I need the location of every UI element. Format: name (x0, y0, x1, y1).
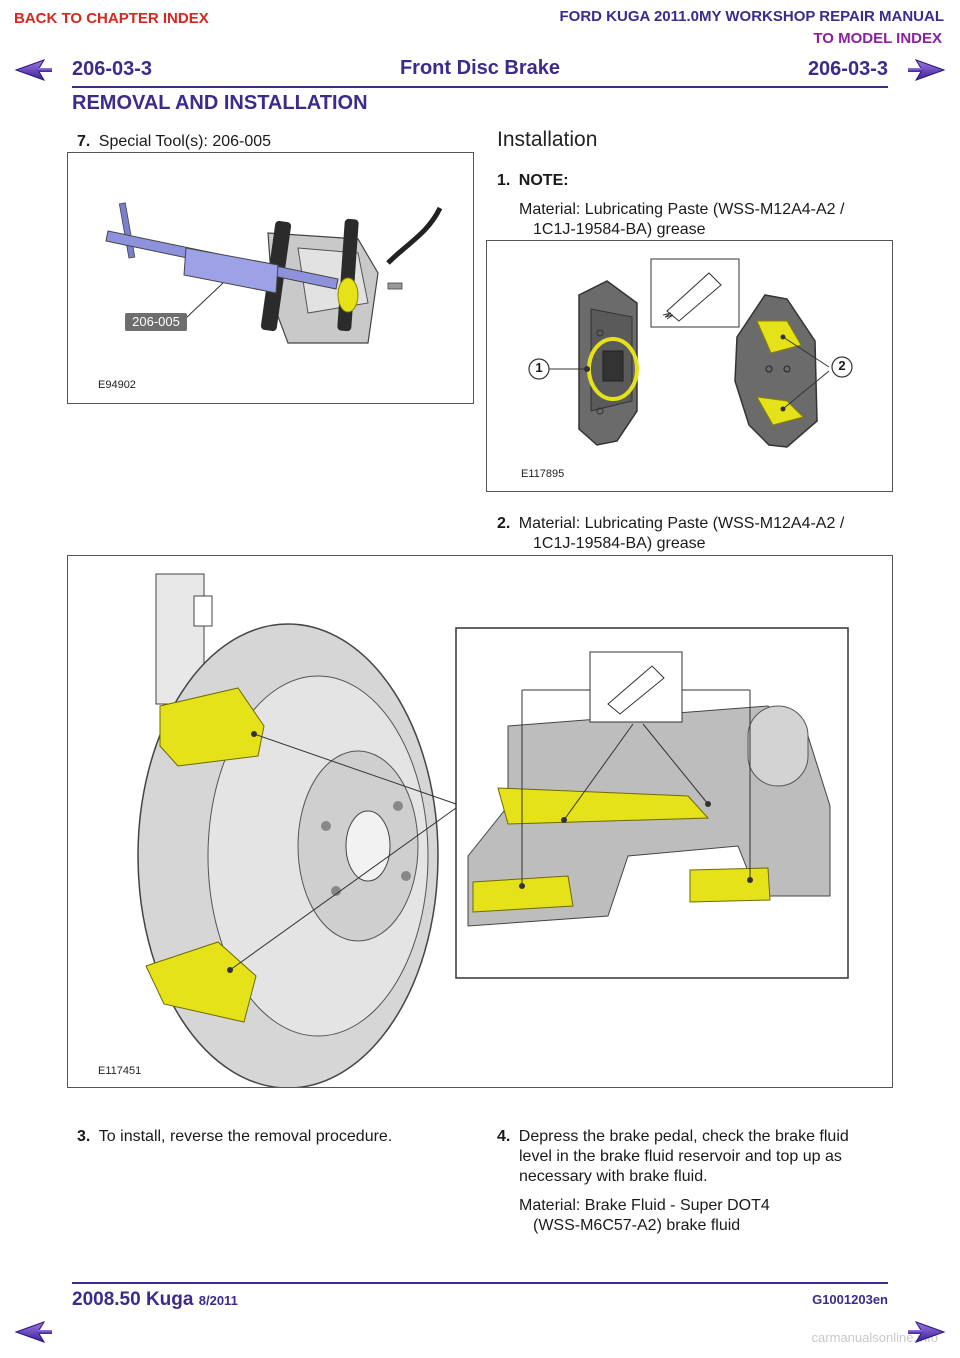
step-text: Depress the brake pedal, check the brake… (518, 1128, 849, 1145)
step-3: 3. To install, reverse the removal proce… (77, 1127, 392, 1147)
page-code-left: 206-03-3 (72, 58, 153, 80)
step-4-material-line-2: (WSS-M6C57-A2) brake fluid (533, 1217, 741, 1234)
next-page-arrow-icon[interactable] (906, 58, 946, 82)
back-to-chapter-index-link[interactable]: BACK TO CHAPTER INDEX (14, 10, 209, 27)
figure-e117895: 1 2 E117895 (486, 240, 893, 492)
step-number: 1. (497, 172, 511, 189)
next-page-arrow-icon-bottom[interactable] (906, 1320, 946, 1344)
special-tool-illustration (105, 202, 443, 344)
publication-date: 8/2011 (198, 1293, 238, 1308)
footer-model: 2008.50 Kuga 8/2011 (72, 1289, 238, 1311)
brake-pad-grease-illustration (528, 258, 853, 448)
step-number: 4. (497, 1128, 511, 1145)
section-title: REMOVAL AND INSTALLATION (72, 92, 368, 114)
tool-label-box (125, 313, 187, 331)
step-1: 1. NOTE: (497, 171, 569, 191)
tool-label: 206-005 (132, 314, 180, 329)
step-4-line-2: level in the brake fluid reservoir and t… (519, 1148, 842, 1165)
step-text: To install, reverse the removal procedur… (98, 1128, 393, 1145)
figure-id: E117895 (521, 468, 565, 480)
figure-e117451: E117451 (67, 555, 893, 1088)
watermark: carmanualsonline.info (811, 1330, 938, 1345)
callout-2: 2 (838, 358, 846, 373)
step-7: 7. Special Tool(s): 206-005 (77, 132, 271, 152)
step-4-line-3: necessary with brake fluid. (519, 1168, 708, 1185)
previous-page-arrow-icon[interactable] (14, 58, 54, 82)
figure-e94902: 206-005 E94902 (67, 152, 474, 404)
page-title: Front Disc Brake (399, 57, 561, 79)
step-2-material-line-2: 1C1J-19584-BA) grease (533, 535, 706, 552)
step-text: Special Tool(s): 206-005 (98, 133, 272, 150)
to-model-index-link[interactable]: TO MODEL INDEX (813, 30, 942, 47)
previous-page-arrow-icon-bottom[interactable] (14, 1320, 54, 1344)
figure-id: E94902 (98, 379, 136, 391)
figure-id: E117451 (98, 1065, 142, 1077)
document-code: G1001203en (812, 1292, 888, 1307)
step-1-material-line-1: Material: Lubricating Paste (WSS-M12A4-A… (519, 201, 845, 218)
step-4: 4. Depress the brake pedal, check the br… (497, 1127, 849, 1147)
step-4-material-line-1: Material: Brake Fluid - Super DOT4 (519, 1197, 770, 1214)
model-name: 2008.50 Kuga (72, 1289, 194, 1310)
page-code-right: 206-03-3 (807, 58, 888, 80)
step-number: 3. (77, 1128, 91, 1145)
footer-divider (72, 1282, 888, 1284)
header-divider (72, 86, 888, 88)
manual-title: FORD KUGA 2011.0MY WORKSHOP REPAIR MANUA… (559, 8, 945, 25)
brake-disc-grease-illustration (137, 573, 849, 1087)
note-label: NOTE: (518, 172, 569, 189)
step-1-material-line-2: 1C1J-19584-BA) grease (533, 221, 706, 238)
step-number: 7. (77, 133, 91, 150)
callout-1: 1 (535, 360, 543, 375)
step-number: 2. (497, 515, 511, 532)
step-2: 2. Material: Lubricating Paste (WSS-M12A… (497, 514, 844, 534)
installation-heading: Installation (497, 128, 598, 151)
step-text: Material: Lubricating Paste (WSS-M12A4-A… (518, 515, 845, 532)
